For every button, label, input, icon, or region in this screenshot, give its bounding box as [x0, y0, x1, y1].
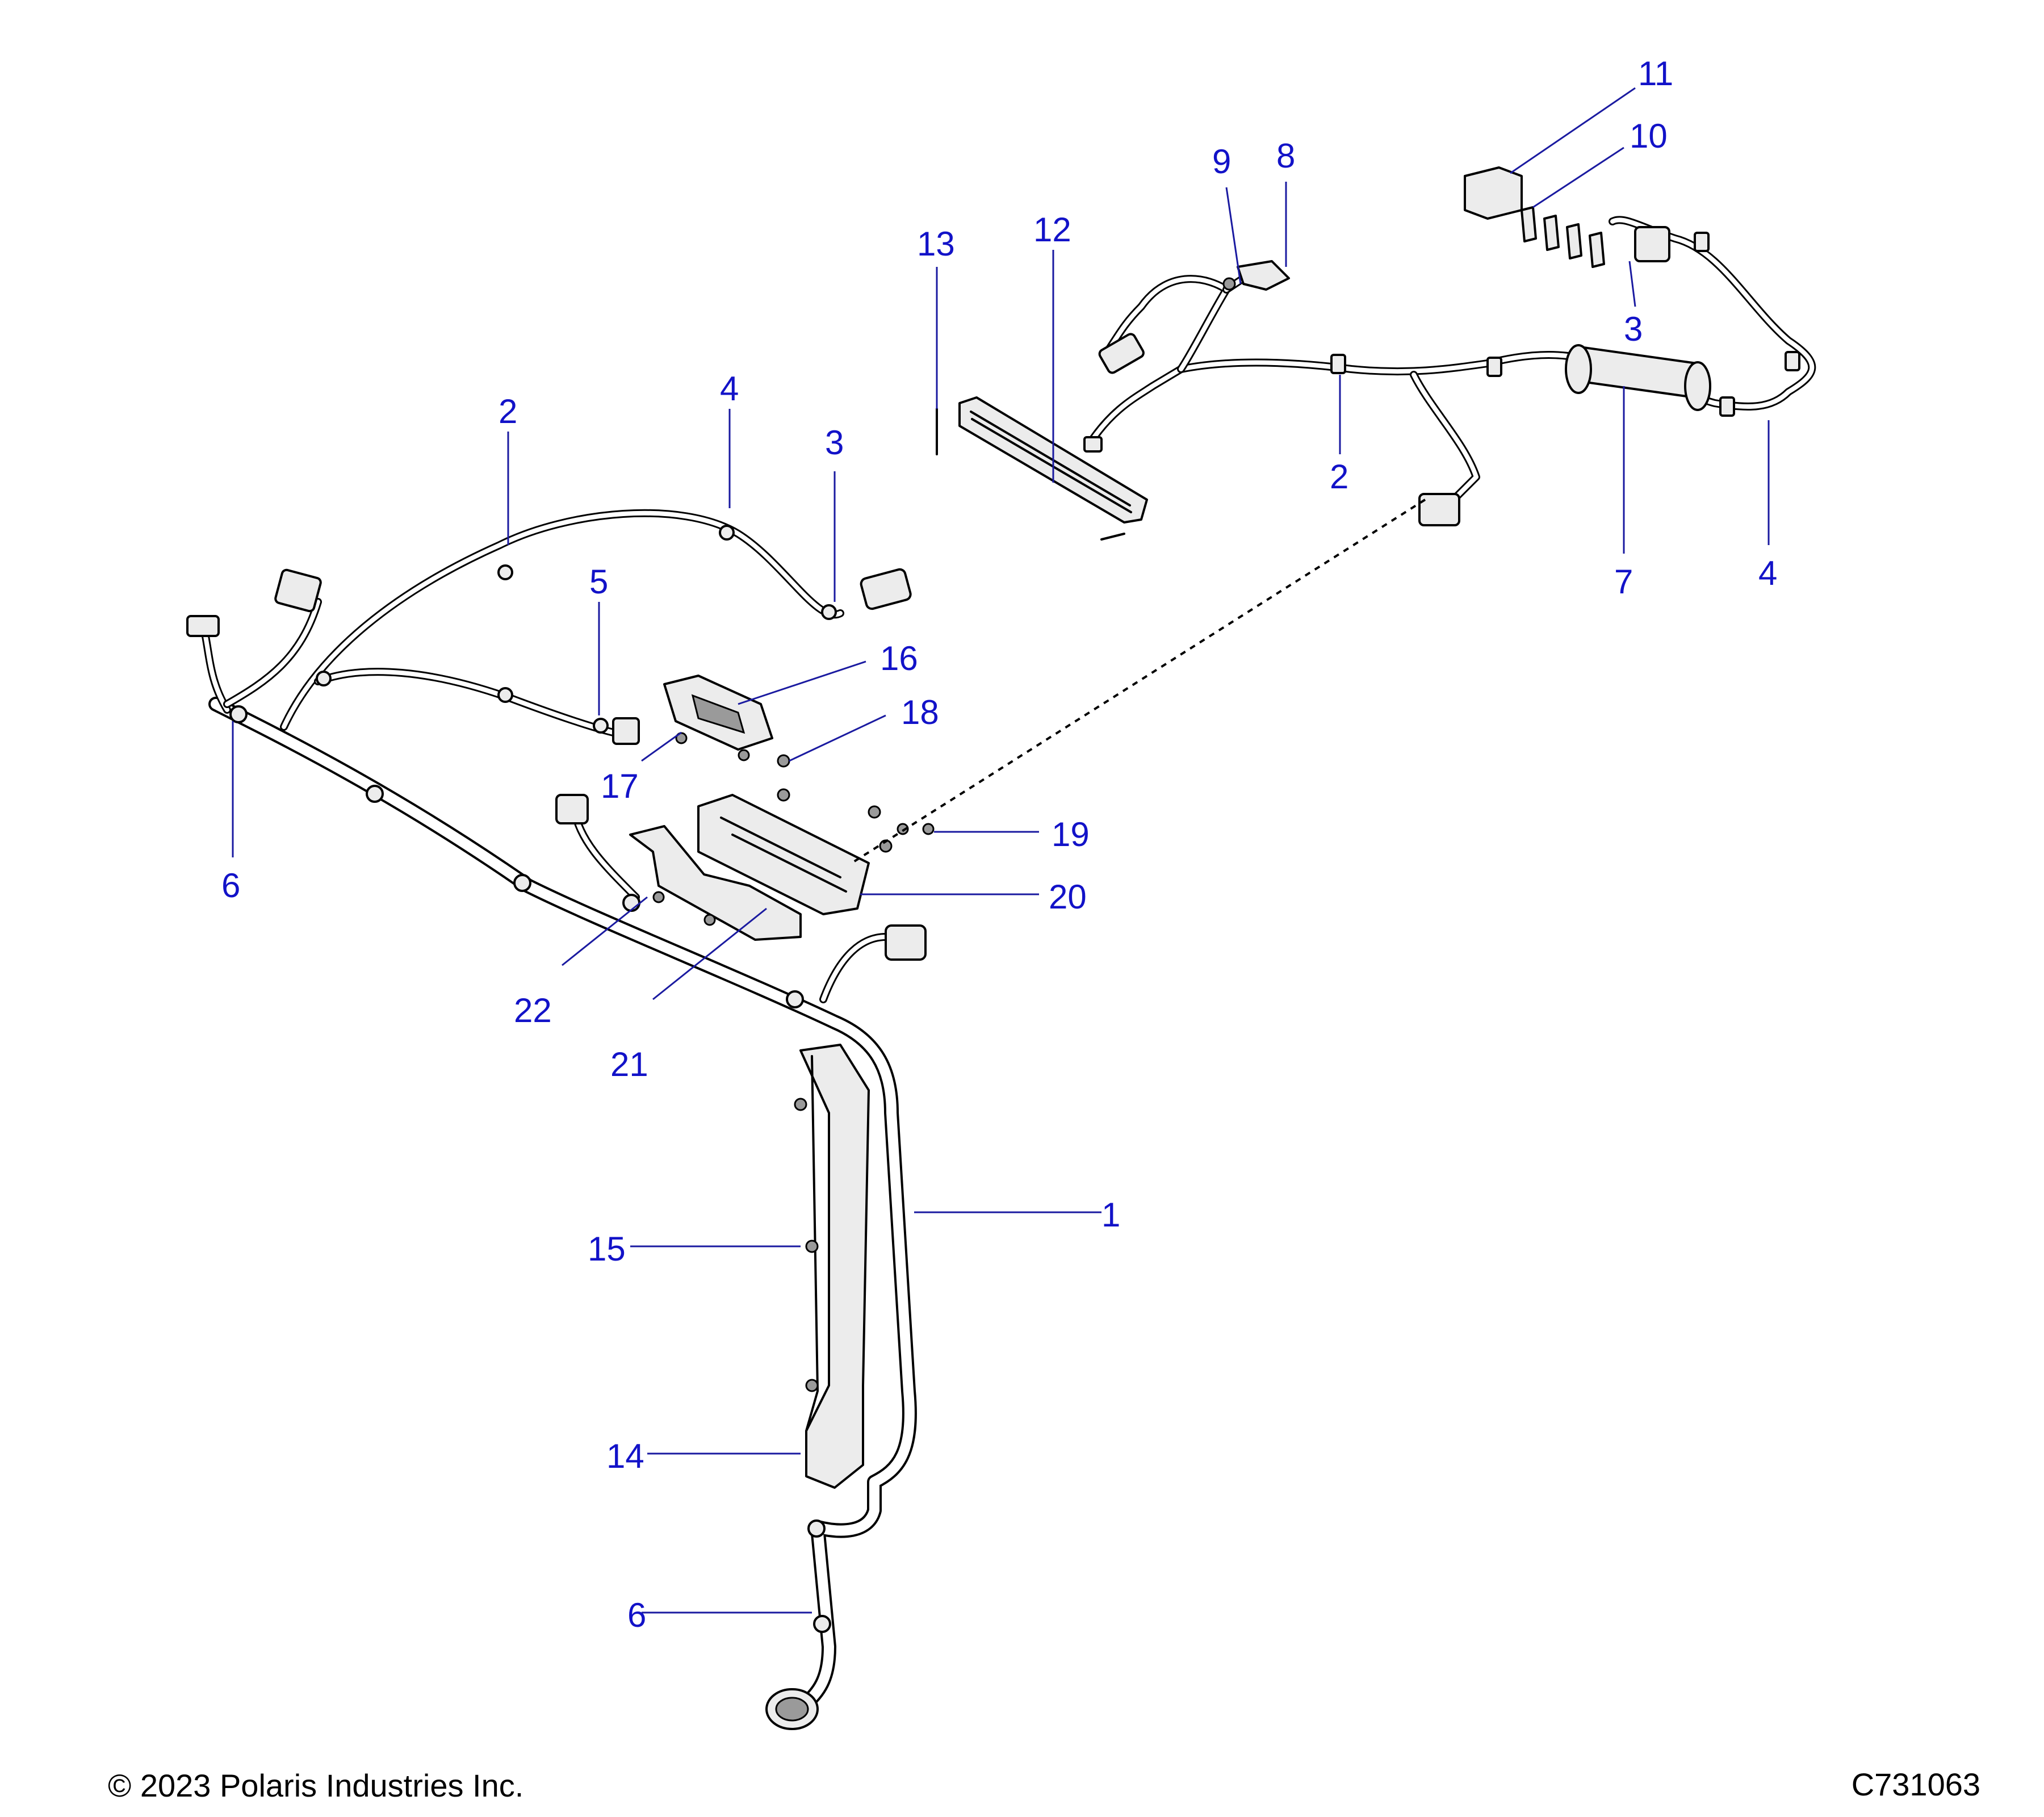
callout-6-bottom: 6	[627, 1596, 646, 1634]
callout-13: 13	[917, 225, 955, 263]
copyright-notice: © 2023 Polaris Industries Inc.	[108, 1768, 524, 1803]
callout-7: 7	[1614, 563, 1633, 601]
mounting-plate	[629, 825, 802, 941]
relay-bracket	[697, 794, 870, 915]
callout-11: 11	[1638, 55, 1673, 93]
callout-15: 15	[588, 1230, 626, 1268]
callout-18: 18	[901, 693, 939, 731]
callout-2-right: 2	[1330, 458, 1348, 496]
callout-22: 22	[514, 991, 552, 1029]
callout-4-left: 4	[720, 370, 739, 408]
harness-channel-guard	[799, 1044, 870, 1489]
switch-parts-10-11	[1464, 166, 1605, 268]
callout-12: 12	[1033, 211, 1071, 249]
callout-14: 14	[606, 1437, 644, 1475]
callout-16: 16	[880, 639, 918, 677]
callout-2-left: 2	[499, 392, 517, 430]
callout-3-right: 3	[1624, 310, 1643, 348]
callout-3-left: 3	[825, 424, 844, 462]
callout-4-right: 4	[1758, 554, 1777, 592]
fasteners-15	[794, 1098, 819, 1392]
control-module	[663, 675, 773, 751]
callout-5: 5	[589, 563, 608, 601]
callout-17: 17	[601, 767, 639, 805]
screws-13	[936, 408, 1125, 541]
leader-lines	[232, 87, 1770, 1614]
callout-10: 10	[1630, 117, 1668, 155]
figure-id: C731063	[1851, 1766, 1980, 1802]
connection-line	[851, 499, 1426, 864]
callout-1: 1	[1101, 1196, 1120, 1234]
main-harness	[186, 509, 927, 1730]
callout-6-left: 6	[221, 866, 240, 905]
callout-9: 9	[1212, 143, 1231, 181]
callouts: 1 2 2 3 3 4 4 5 6 6 7 8 9 10 11 12 13 14…	[221, 55, 1777, 1634]
upper-harness	[1083, 216, 1816, 526]
callout-8: 8	[1276, 137, 1295, 175]
switch-parts-8-9	[1222, 260, 1290, 291]
callout-20: 20	[1049, 878, 1087, 916]
callout-19: 19	[1052, 815, 1090, 853]
callout-21: 21	[610, 1045, 648, 1083]
